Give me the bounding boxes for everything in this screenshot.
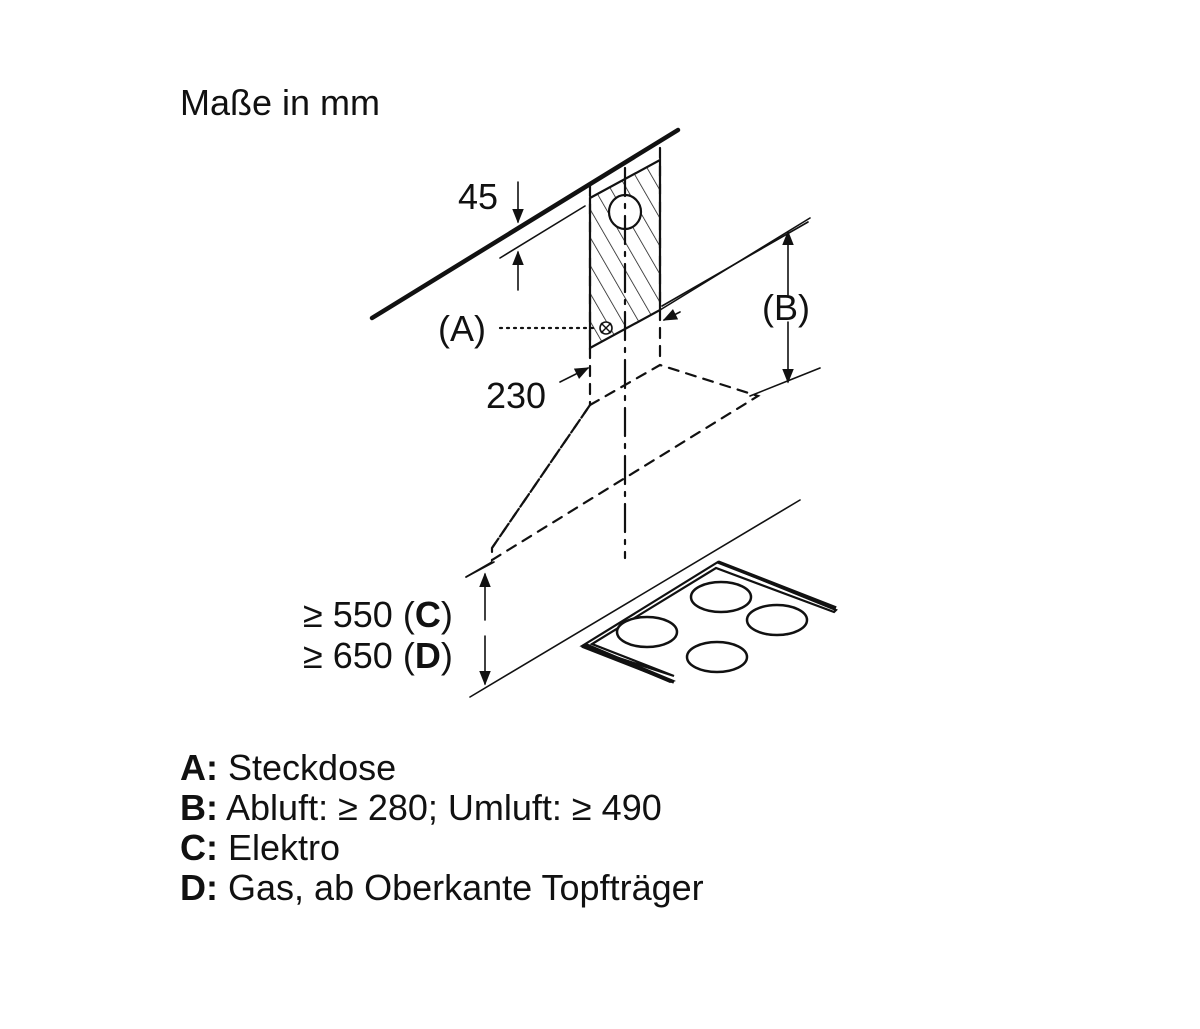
legend: A: Steckdose B: Abluft: ≥ 280; Umluft: ≥…: [180, 747, 704, 908]
worktop-front-edge: [469, 499, 801, 698]
ceiling-line: [369, 127, 681, 321]
legend-item-b: B: Abluft: ≥ 280; Umluft: ≥ 490: [180, 787, 662, 828]
dim-230-arrow: [559, 367, 590, 383]
cooktop-icon: [579, 560, 838, 684]
legend-item-c: C: Elektro: [180, 827, 340, 868]
socket-icon: [599, 321, 613, 335]
legend-item-d: D: Gas, ab Oberkante Topfträger: [180, 867, 704, 908]
hood-canopy-edge-left: [490, 403, 592, 550]
dim-230-label: 230: [486, 375, 546, 416]
label-b: (B): [762, 287, 810, 328]
label-b-text: (B): [762, 287, 810, 328]
dim-45-extension: [499, 205, 586, 259]
diagram-title: Maße in mm: [180, 82, 380, 123]
label-a: (A): [438, 308, 486, 349]
clearance-d: ≥ 650 (D): [303, 635, 453, 676]
clearance-c: ≥ 550 (C): [303, 594, 453, 635]
wall-line-lower: [749, 367, 821, 397]
legend-item-a: A: Steckdose: [180, 747, 396, 788]
dim-b-pointer: [662, 309, 681, 321]
dim-clearance-ext-top: [465, 561, 493, 578]
dim-45-label: 45: [458, 176, 498, 217]
